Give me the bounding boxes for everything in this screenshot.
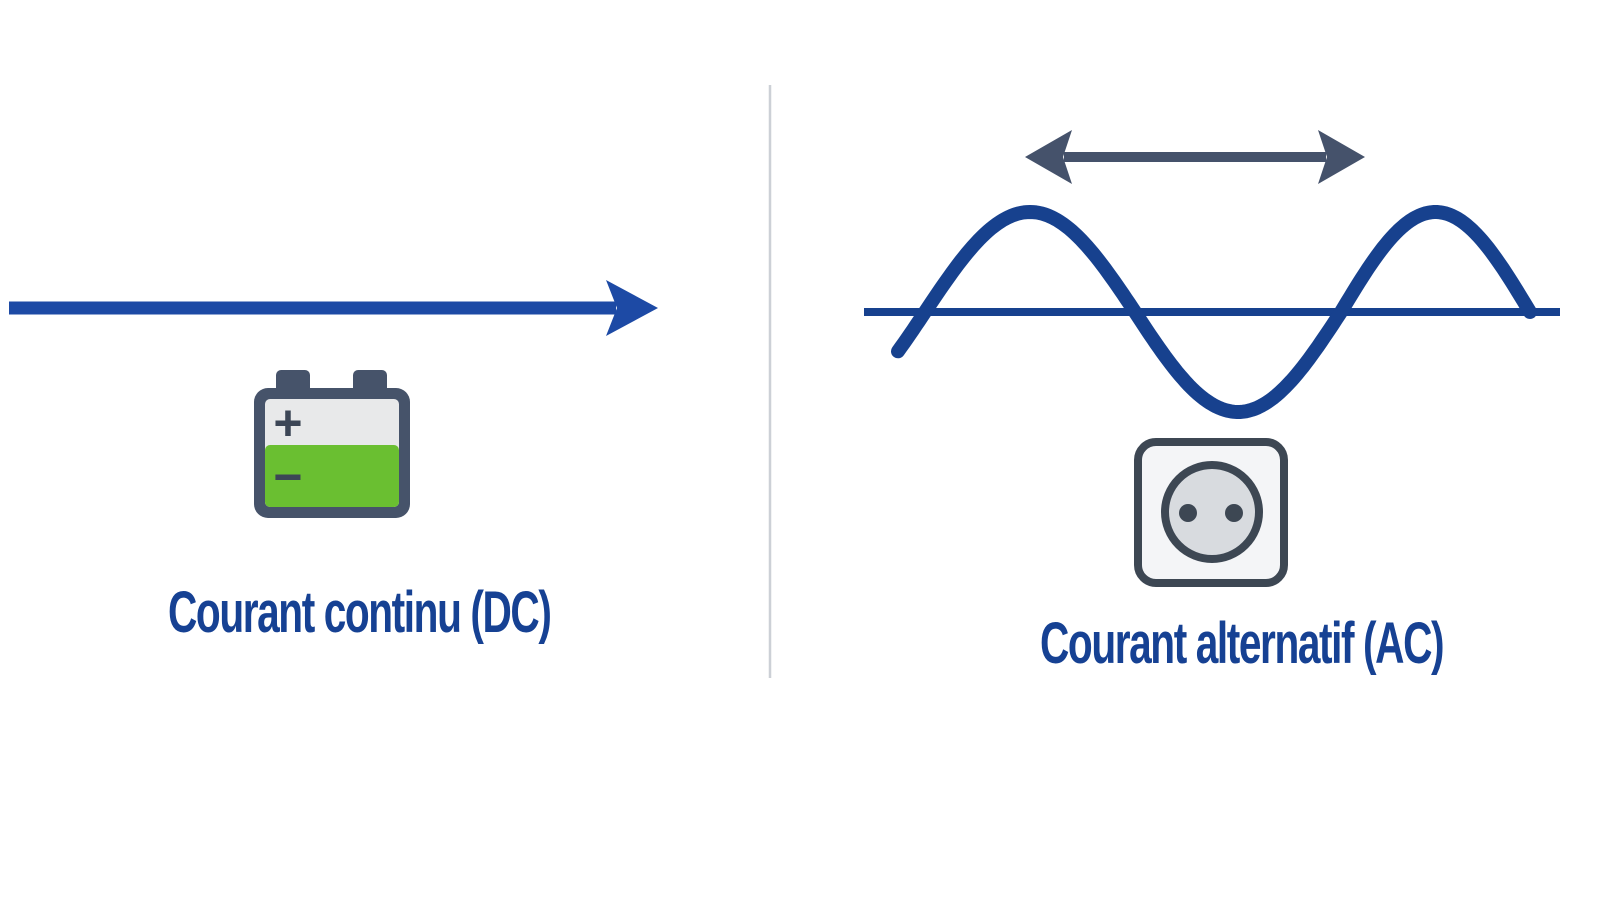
battery-icon: + − — [254, 370, 410, 518]
dc-arrow-head — [606, 280, 658, 336]
battery-minus-symbol: − — [273, 449, 302, 505]
power-outlet-icon — [1134, 438, 1288, 587]
ac-label: Courant alternatif (AC) — [1040, 611, 1445, 676]
ac-double-arrow-head-left — [1025, 130, 1072, 184]
outlet-hole-right — [1225, 504, 1243, 522]
outlet-recess — [1161, 461, 1263, 563]
ac-double-arrow-head-right — [1318, 130, 1365, 184]
ac-oscillation-arrow-icon — [1025, 130, 1365, 184]
battery-plus-symbol: + — [273, 395, 302, 451]
ac-sine-wave-icon — [864, 205, 1560, 419]
dc-flow-arrow-icon — [9, 280, 658, 336]
dc-label: Courant continu (DC) — [168, 580, 552, 645]
battery-cell-green — [265, 445, 399, 507]
outlet-hole-left — [1179, 504, 1197, 522]
ac-sine-path — [891, 205, 1537, 419]
